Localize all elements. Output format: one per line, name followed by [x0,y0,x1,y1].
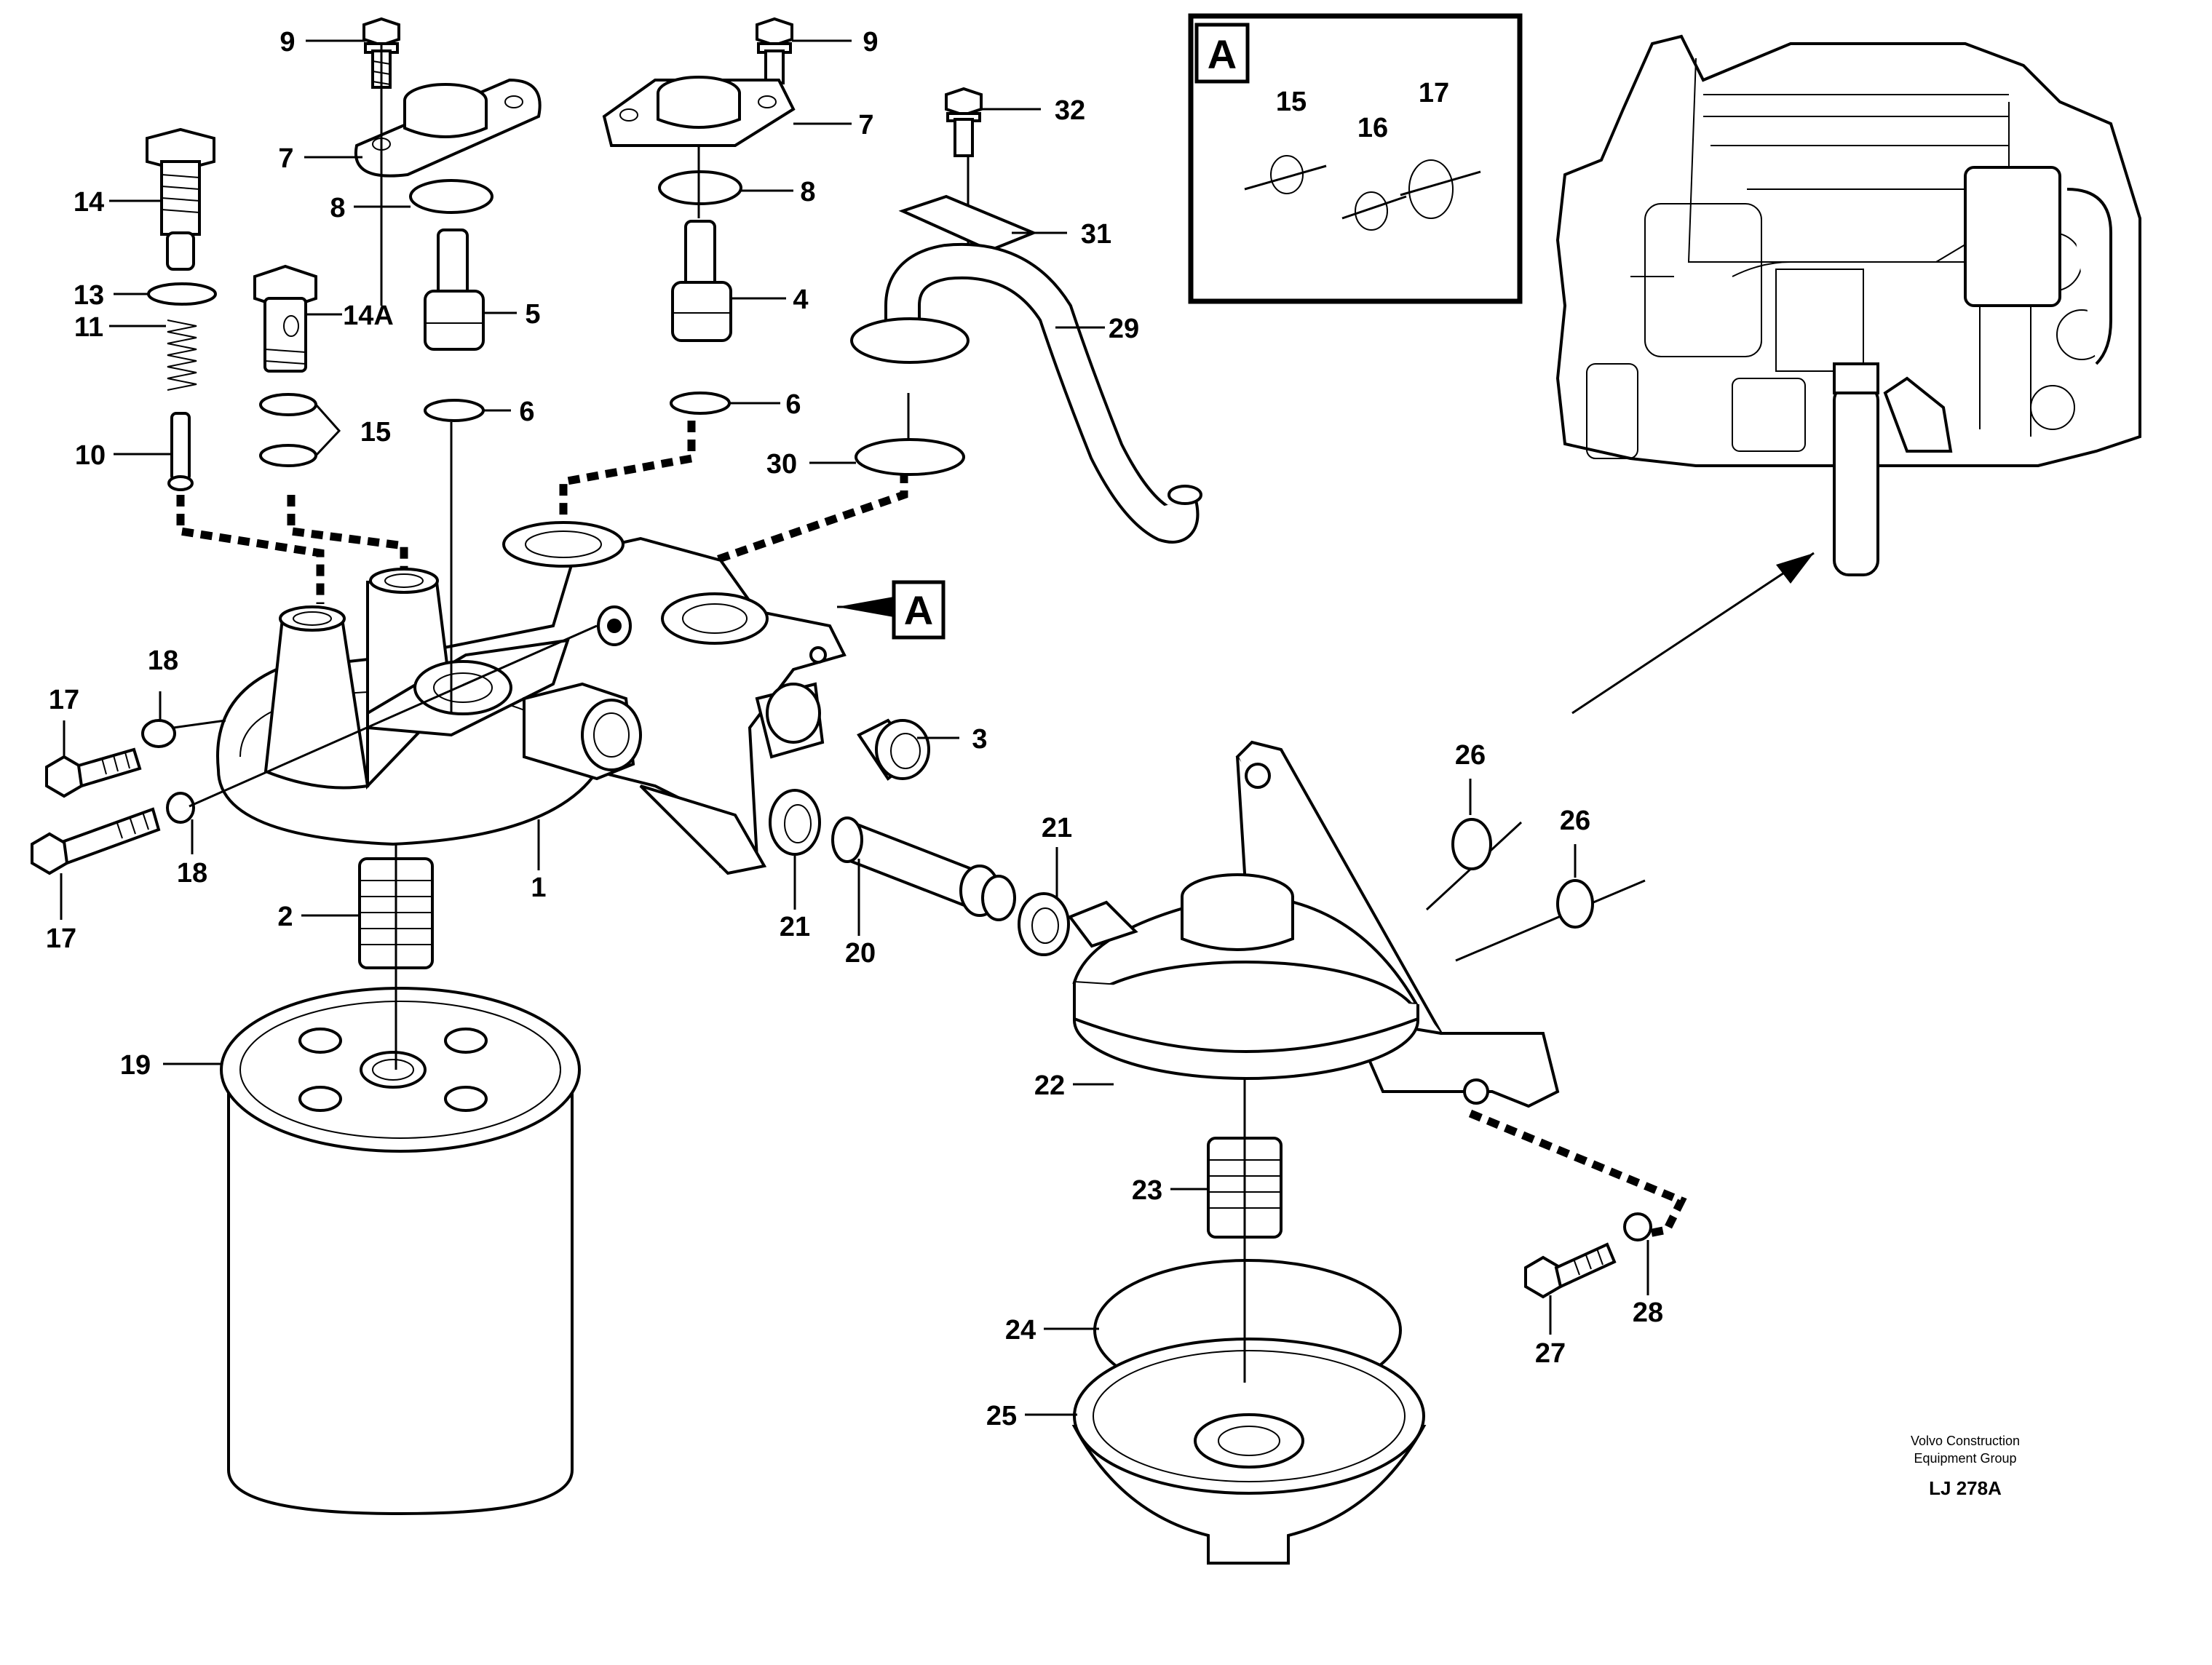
callout-17-lower: 17 [46,923,76,954]
pipe-20 [831,816,1016,921]
callout-27: 27 [1535,1338,1566,1369]
callout-30: 30 [766,449,797,480]
cover-7-left [354,78,542,178]
seal-ring-26-upper [1451,818,1492,870]
credit-line-1: Volvo Construction [1911,1434,2020,1448]
callout-12: 14 [74,187,104,218]
callout-22: 22 [1034,1070,1065,1101]
callout-2: 2 [277,902,293,932]
callout-32: 32 [1055,95,1085,126]
plug-12 [146,127,215,271]
callout-3: 3 [972,724,987,755]
bolt-32 [945,87,983,157]
detail-a-marker-label: A [904,587,933,633]
seal-ring-26-lower [1556,879,1594,929]
callout-6-left: 6 [519,397,534,427]
callout-18-upper: 18 [148,645,178,676]
detail-a-title: A [1208,31,1237,77]
callout-8-right: 8 [800,177,815,207]
callout-17-upper: 17 [49,685,79,715]
seal-ring-6-right [670,392,731,415]
bolt-17-upper [45,747,142,798]
seal-ring-14a-lower [259,444,317,467]
bolt-17-lower [31,807,161,875]
callout-4: 4 [793,285,808,315]
valve-4 [671,220,732,342]
callout-15-a: 15 [1276,87,1307,117]
credit-block: Volvo Construction Equipment Group LJ 27… [1911,1434,2020,1499]
locator-pointer [1571,552,1815,715]
callout-29: 29 [1109,314,1139,344]
bolt-axis-lines [173,624,598,808]
callout-25: 25 [986,1401,1017,1431]
washer-18-upper [141,719,176,748]
washer-18-lower [166,792,195,824]
seal-21-left [769,789,821,856]
filter-housing [216,521,847,875]
callout-16: 17 [1419,78,1449,108]
detail-a-box: A [1188,13,1523,304]
callout-14a: 15 [360,417,391,448]
callout-labels: 9 9 7 7 8 8 5 4 6 6 14 13 11 10 14A 15 1… [46,27,1663,1431]
engine-locator-illustration [1555,34,2141,576]
callout-1: 1 [531,873,546,903]
seal-ring-13 [147,282,217,306]
callout-11: 11 [74,312,103,343]
callout-7-right: 7 [858,110,873,140]
callout-26-lower: 26 [1560,806,1590,836]
callout-10: 10 [75,440,106,471]
bolt-27 [1524,1242,1617,1299]
callout-23: 23 [1132,1175,1162,1206]
callout-13: 13 [74,280,104,311]
drawing-code: LJ 278A [1929,1477,2002,1499]
bushing-3 [857,718,930,781]
washer-28 [1623,1212,1652,1241]
callout-21-left: 21 [780,912,810,942]
callout-19: 19 [120,1050,151,1081]
cover-7-right [602,76,796,147]
callout-26-upper: 26 [1455,740,1486,771]
callout-21-right: 21 [1042,813,1072,843]
seal-ring-6-left [424,399,485,422]
seal-ring-30 [855,438,965,476]
callout-9-left: 9 [280,27,295,57]
spring-11 [167,319,197,391]
seal-ring-14a-upper [259,393,317,416]
credit-line-2: Equipment Group [1914,1451,2016,1466]
seal-ring-8-right [658,170,742,205]
callout-20: 20 [845,938,876,969]
callout-28: 28 [1633,1298,1663,1328]
callout-5: 5 [525,299,540,330]
valve-piston-10 [167,412,194,491]
callout-18-lower: 18 [177,858,207,889]
callout-24: 24 [1005,1315,1036,1346]
callout-8-left: 8 [330,193,345,223]
leader-lines [60,39,1649,1416]
callout-7-left: 7 [278,143,293,174]
detail-a-marker: A [837,580,946,640]
filter-head-22 [1067,740,1560,1108]
valve-5 [424,229,485,351]
callout-31: 31 [1081,219,1111,250]
callout-9-right: 9 [863,27,878,57]
oil-filter-19 [220,987,581,1516]
callout-15-b: 16 [1357,113,1388,143]
bolt-9-right [756,17,793,84]
callout-6-right: 6 [785,389,801,420]
seal-ring-8-left [409,179,493,214]
locator-arrowhead [1776,553,1814,584]
filter-bowl-25 [1071,1338,1427,1565]
callout-14: 14A [343,301,394,331]
hose-29 [850,242,1202,544]
hollow-screw-14 [253,264,317,373]
seal-21-right [1018,892,1070,956]
